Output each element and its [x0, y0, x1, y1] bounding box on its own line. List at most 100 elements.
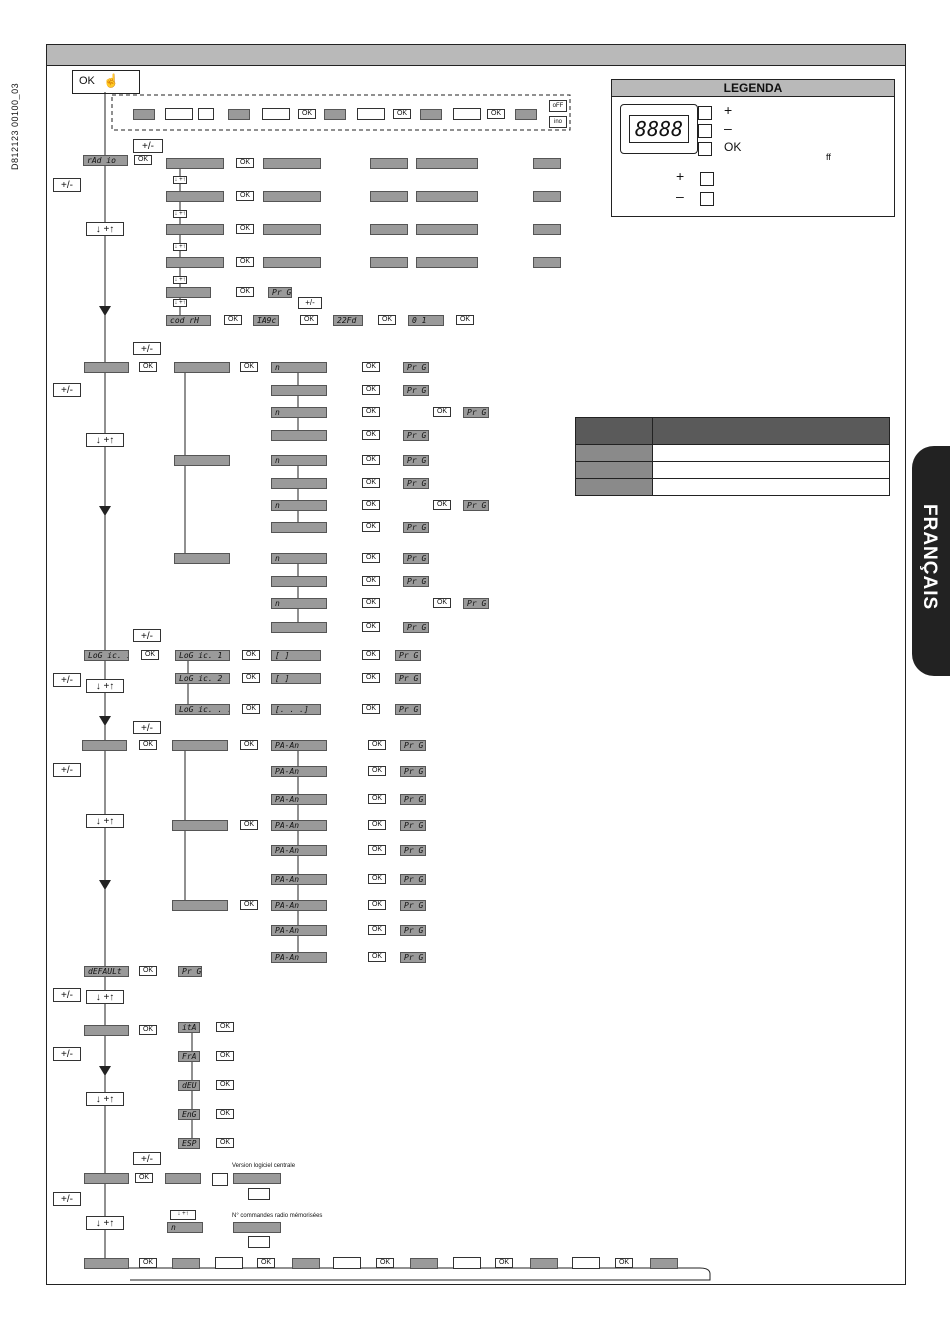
step-box — [453, 108, 481, 120]
display-box — [263, 257, 321, 268]
display-box — [271, 522, 327, 533]
ok-box: OK — [240, 362, 258, 372]
display-box — [533, 191, 561, 202]
display-box — [166, 287, 211, 298]
pm-button[interactable]: +/- — [133, 721, 161, 734]
ok-box: OK — [368, 740, 386, 750]
pm-button[interactable]: +/- — [53, 383, 81, 397]
ok-box: OK — [216, 1051, 234, 1061]
display-box: Pr G — [400, 952, 426, 963]
ok-box: OK — [362, 407, 380, 417]
ok-box: OK — [257, 1258, 275, 1268]
radio-menu[interactable]: rAd io — [83, 155, 128, 166]
cod-rx-menu[interactable]: cod rH — [166, 315, 211, 326]
ok-box: OK — [139, 1025, 157, 1035]
display-box — [84, 362, 129, 373]
display-box: n — [271, 407, 327, 418]
ud-button[interactable]: ↓ +↑ — [86, 222, 124, 236]
ud-button[interactable]: ↓ +↑ — [86, 814, 124, 828]
display-box: 22Fd — [333, 315, 363, 326]
display-box: Pr G — [400, 766, 426, 777]
display-box — [263, 191, 321, 202]
display-box: Pr G — [395, 673, 421, 684]
pm-button[interactable]: +/- — [53, 178, 81, 192]
display-box — [166, 224, 224, 235]
display-box — [228, 109, 250, 120]
ok-box: OK — [362, 673, 380, 683]
pm-button[interactable]: +/- — [133, 342, 161, 355]
minus-key-press[interactable] — [700, 192, 714, 206]
off-box: oFF — [549, 100, 567, 112]
default-menu[interactable]: dEFAULt — [84, 966, 129, 977]
step-box: ↓ +↑ — [173, 243, 187, 251]
ud-button[interactable]: ↓ +↑ — [86, 1092, 124, 1106]
ok-box: OK — [240, 900, 258, 910]
ok-box: OK — [242, 650, 260, 660]
display-box: Pr G — [403, 478, 429, 489]
ok-box: OK — [362, 650, 380, 660]
ok-box: OK — [368, 766, 386, 776]
display-box — [292, 1258, 320, 1269]
ud-button[interactable]: ↓ +↑ — [86, 433, 124, 447]
pm-button[interactable]: +/- — [133, 629, 161, 642]
display-box — [533, 257, 561, 268]
ok-box: OK — [242, 673, 260, 683]
header-bar — [46, 44, 906, 66]
ok-box: OK — [368, 900, 386, 910]
display-box: Pr G — [403, 553, 429, 564]
ud-button[interactable]: ↓ +↑ — [86, 1216, 124, 1230]
ok-key[interactable] — [698, 142, 712, 156]
legend-title: LEGENDA — [612, 80, 894, 97]
display-box — [166, 257, 224, 268]
ok-box: OK — [368, 925, 386, 935]
pm-button[interactable]: +/- — [53, 763, 81, 777]
display-box: PA-An — [271, 925, 327, 936]
ud-button[interactable]: ↓ +↑ — [86, 990, 124, 1004]
version-note: Version logiciel centrale — [232, 1163, 296, 1169]
pm-button[interactable]: +/- — [53, 673, 81, 687]
ok-box: OK — [362, 598, 380, 608]
pm-button[interactable]: +/- — [53, 1047, 81, 1061]
step-box — [262, 108, 290, 120]
display-box — [533, 224, 561, 235]
ok-box: OK — [456, 315, 474, 325]
plus-key[interactable] — [698, 106, 712, 120]
logic-menu[interactable]: LoG ic. 1 — [84, 650, 129, 661]
display-box: Pr G — [463, 598, 489, 609]
pm-button[interactable]: +/- — [133, 1152, 161, 1165]
display-box — [172, 820, 228, 831]
display-box — [233, 1222, 281, 1233]
pm-button[interactable]: +/- — [53, 1192, 81, 1206]
minus-key[interactable] — [698, 124, 712, 138]
pm-button[interactable]: +/- — [133, 139, 163, 153]
ok-button[interactable]: OK — [134, 155, 152, 165]
display-box — [172, 900, 228, 911]
display-box: [ ] — [271, 673, 321, 684]
display-box — [515, 109, 537, 120]
ok-box: OK — [362, 385, 380, 395]
display-box — [174, 362, 230, 373]
display-box — [530, 1258, 558, 1269]
ok-box: OK — [362, 500, 380, 510]
display-box — [416, 257, 478, 268]
pm-button[interactable]: +/- — [298, 297, 322, 309]
display-panel: 8888 — [620, 104, 698, 154]
display-box — [263, 224, 321, 235]
pm-button[interactable]: +/- — [53, 988, 81, 1002]
display-box: n — [271, 553, 327, 564]
ud-button[interactable]: ↓ +↑ — [86, 679, 124, 693]
display-box — [650, 1258, 678, 1269]
plus-label: + — [724, 102, 733, 118]
ok-box: OK — [368, 820, 386, 830]
display-box: FrA — [178, 1051, 200, 1062]
plus-key-press[interactable] — [700, 172, 714, 186]
display-box: [. . .] — [271, 704, 321, 715]
ok-box: OK — [236, 191, 254, 201]
display-box: ESP — [178, 1138, 200, 1149]
display-box: Pr G — [463, 500, 489, 511]
start-ok-box[interactable]: OK ☝ — [72, 70, 140, 94]
display-box: PA-An — [271, 900, 327, 911]
display-box: PA-An — [271, 766, 327, 777]
ok-box: OK — [216, 1138, 234, 1148]
ok-box: OK — [362, 622, 380, 632]
